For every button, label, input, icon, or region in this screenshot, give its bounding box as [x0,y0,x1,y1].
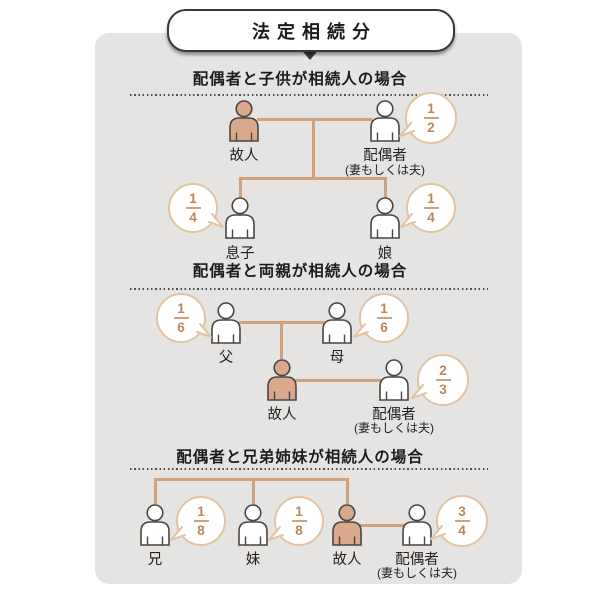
person-icon-deceased [332,504,362,546]
share-numerator: 3 [458,503,466,519]
person-icon-sister [238,504,268,546]
bubble-tail-icon [196,323,212,338]
person-label: 故人 [332,552,362,568]
bubble-tail-icon [430,525,446,540]
person-label: 配偶者 [395,552,439,568]
share-numerator: 1 [197,503,205,519]
share-denominator: 2 [427,120,435,135]
bubble-tail-icon [411,384,427,399]
drop-line [252,478,255,504]
dotted-divider [130,94,488,96]
drop-line [239,177,242,198]
fraction-bar [193,520,209,522]
sibling-branch-line [239,177,387,180]
share-denominator: 4 [427,210,435,225]
descent-line [280,321,283,359]
person-label: 配偶者 [363,148,407,164]
share-numerator: 2 [439,362,447,378]
person-label: 故人 [267,407,297,423]
share-numerator: 1 [427,190,435,206]
person-label: 母 [329,350,345,366]
bubble-tail-icon [208,213,224,228]
title-bubble: 法定相続分 [167,9,455,52]
share-denominator: 8 [197,523,205,538]
person-label: 妹 [245,552,261,568]
fraction-bar [423,117,439,119]
fraction-bar [376,317,392,319]
person-label: 兄 [147,552,163,568]
person-icon-brother [140,504,170,546]
share-numerator: 1 [177,300,185,316]
page-title: 法定相続分 [252,21,377,42]
fraction-bar [173,317,189,319]
person-icon-deceased [229,100,259,142]
person-label: 父 [218,350,234,366]
dotted-divider [130,288,488,290]
fraction-bar [291,520,307,522]
share-denominator: 4 [458,523,466,538]
drop-line [154,478,157,504]
bubble-tail-icon [170,526,186,541]
person-icon-son [225,197,255,239]
dotted-divider [130,468,488,470]
person-icon-spouse [370,100,400,142]
share-denominator: 4 [189,210,197,225]
person-icon-mother [322,302,352,344]
fraction-bar [454,520,470,522]
drop-line [346,478,349,504]
person-sublabel: (妻もしくは夫) [345,163,425,177]
person-label: 娘 [377,246,393,262]
person-label: 配偶者 [372,407,416,423]
person-icon-daughter [370,197,400,239]
bubble-tail-icon [399,122,415,137]
share-denominator: 6 [177,320,185,335]
fraction-bar [435,379,451,381]
person-label: 息子 [225,246,255,262]
sibling-branch-line [154,478,349,481]
section-heading-parents: 配偶者と両親が相続人の場合 [192,263,408,280]
person-icon-spouse [402,504,432,546]
fraction-bar [423,207,439,209]
bubble-tail-icon [400,213,416,228]
person-sublabel: (妻もしくは夫) [354,421,434,435]
section-heading-siblings: 配偶者と兄弟姉妹が相続人の場合 [176,449,424,466]
fraction-bar [185,207,201,209]
person-label: 故人 [229,148,259,164]
person-icon-spouse [379,359,409,401]
share-denominator: 8 [295,523,303,538]
share-numerator: 1 [189,190,197,206]
section-heading-children: 配偶者と子供が相続人の場合 [192,71,408,88]
share-denominator: 3 [439,382,447,397]
share-numerator: 1 [295,503,303,519]
share-numerator: 1 [380,300,388,316]
person-sublabel: (妻もしくは夫) [377,566,457,580]
descent-line [312,118,315,178]
marriage-line [295,379,381,382]
person-icon-father [211,302,241,344]
bubble-tail-icon [353,323,369,338]
share-numerator: 1 [427,100,435,116]
bubble-tail-icon [268,526,284,541]
person-icon-deceased [267,359,297,401]
share-denominator: 6 [380,320,388,335]
drop-line [384,177,387,198]
marriage-line [360,524,404,527]
